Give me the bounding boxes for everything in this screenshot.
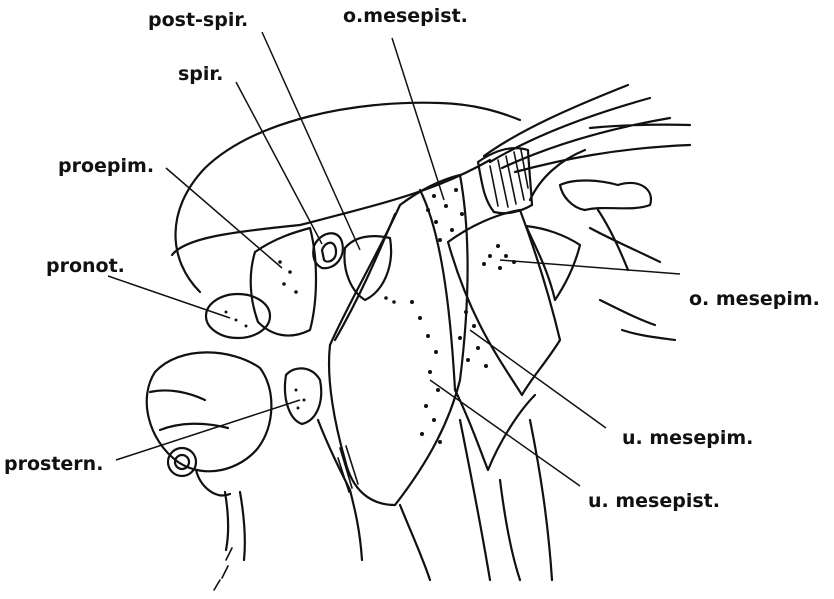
leader-u-mesepim <box>470 330 606 428</box>
lower-mesepimeron-outline <box>420 190 535 470</box>
spiracle <box>313 233 343 268</box>
head-capsule <box>147 352 272 471</box>
leader-lines <box>108 32 680 486</box>
label-u-mesepim: u. mesepim. <box>622 427 753 449</box>
leader-prostern <box>116 400 300 460</box>
leader-proepim <box>166 168 282 268</box>
label-o-mesepist: o.mesepist. <box>343 5 468 27</box>
label-spir: spir. <box>178 63 223 85</box>
dorsal-suture-line <box>172 160 490 255</box>
spiracle-inner <box>322 243 336 262</box>
leader-spir <box>236 82 322 244</box>
leader-pronot <box>108 276 230 318</box>
label-o-mesepim: o. mesepim. <box>689 288 820 310</box>
leader-o-mesepim <box>500 260 680 274</box>
label-pronot: pronot. <box>46 255 125 277</box>
leader-u-mesepist <box>430 380 580 486</box>
label-u-mesepist: u. mesepist. <box>588 490 720 512</box>
label-post-spir: post-spir. <box>148 9 248 31</box>
coxa-left <box>400 420 552 580</box>
pronotum-lobe <box>206 294 270 338</box>
head-inner-fold <box>150 390 228 430</box>
proepimeron-outline <box>251 228 316 336</box>
prosternum-plate <box>285 368 321 424</box>
mesepimeron-outline <box>448 210 560 395</box>
antennal-socket <box>168 448 196 476</box>
label-prostern: prostern. <box>4 453 103 475</box>
leader-o-mesepist <box>392 38 444 200</box>
labels: post-spir. o.mesepist. spir. proepim. pr… <box>4 5 820 512</box>
leader-post-spir <box>262 32 360 250</box>
mouthparts <box>196 470 245 560</box>
thorax-drawing <box>147 85 690 590</box>
label-proepim: proepim. <box>58 155 154 177</box>
antenna-dashes <box>214 548 232 590</box>
